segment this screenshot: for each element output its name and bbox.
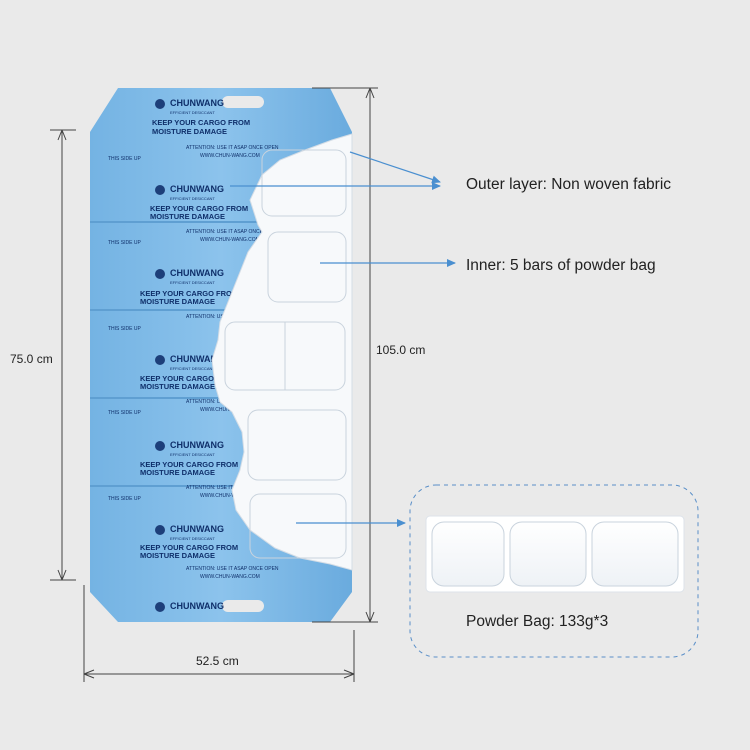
brand-logo-icon [155,602,165,612]
hanger-slot-bottom [222,600,264,612]
outer-arrow-2 [349,151,441,184]
compartment-1: THIS SIDE UP CHUNWANG EFFICIENT DESICCAN… [108,98,279,162]
website: WWW.CHUN-WANG.COM [200,493,260,499]
website: WWW.CHUN-WANG.COM [200,237,260,243]
height-label: 75.0 cm [10,352,53,366]
inner-packets [224,149,347,559]
dimension-total-height [312,87,378,623]
brand-name: CHUNWANG [170,268,224,278]
slogan-line2: MOISTURE DAMAGE [140,382,215,391]
compartment-2: CHUNWANG EFFICIENT DESICCANT KEEP YOUR C… [108,184,279,246]
brand-logo-icon [155,269,165,279]
powder-bag-detail: Powder Bag: 133g*3 [409,484,699,658]
brand-logo-icon [155,99,165,109]
slogan-line2: MOISTURE DAMAGE [140,551,215,560]
bag-bottom-cap [90,582,352,622]
slogan-line2: MOISTURE DAMAGE [152,127,227,136]
slogan-line1: KEEP YOUR CARGO FROM [140,289,238,298]
attention-note: ATTENTION: USE IT ASAP ONCE OPEN [186,145,279,151]
brand-name: CHUNWANG [170,601,224,611]
brand-name: CHUNWANG [170,440,224,450]
website: WWW.CHUN-WANG.COM [200,574,260,580]
website: WWW.CHUN-WANG.COM [200,153,260,159]
brand-tagline: EFFICIENT DESICCANT [170,110,215,115]
brand-tagline: EFFICIENT DESICCANT [170,196,215,201]
brand-name: CHUNWANG [170,354,224,364]
brand-logo-icon [155,185,165,195]
side-label: THIS SIDE UP [108,496,141,502]
brand-name: CHUNWANG [170,524,224,534]
attention-note: ATTENTION: USE IT ASAP ONCE OPEN [186,229,279,235]
outer-layer-label: Outer layer: Non woven fabric [466,176,671,193]
brand-logo-icon [155,441,165,451]
detail-frame [409,484,699,658]
brand-logo-icon [155,525,165,535]
powder-packet-3 [591,521,679,587]
slogan-line1: KEEP YOUR CARGO FROM [150,204,248,213]
slogan-line1: KEEP YOUR CARGO FROM [152,118,250,127]
side-label: THIS SIDE UP [108,410,141,416]
torn-opening [211,133,353,571]
bag-top-cap [90,88,352,142]
brand-tagline: EFFICIENT DESICCANT [170,452,215,457]
callout-arrows [230,151,456,527]
brand-name: CHUNWANG [170,98,224,108]
brand-tagline: EFFICIENT DESICCANT [170,280,215,285]
slogan-line2: MOISTURE DAMAGE [140,468,215,477]
slogan-line2: MOISTURE DAMAGE [140,297,215,306]
attention-note: ATTENTION: USE IT ASAP ONCE OPEN [186,566,279,572]
brand-logo-icon [155,355,165,365]
dimension-width [83,585,355,682]
powder-packet-1 [431,521,505,587]
compartment-6: CHUNWANG EFFICIENT DESICCANT KEEP YOUR C… [140,524,279,612]
side-label: THIS SIDE UP [108,326,141,332]
slogan-line1: KEEP YOUR CARGO FROM [140,543,238,552]
torn-edge-shape [211,133,353,571]
dimension-height [50,129,76,581]
brand-name: CHUNWANG [170,184,224,194]
brand-tagline: EFFICIENT DESICCANT [170,366,215,371]
width-label: 52.5 cm [196,654,239,668]
inner-layer-label: Inner: 5 bars of powder bag [466,257,656,274]
hanger-slot-top [222,96,264,108]
side-label: THIS SIDE UP [108,240,141,246]
slogan-line1: KEEP YOUR CARGO FROM [140,374,238,383]
brand-tagline: EFFICIENT DESICCANT [170,536,215,541]
slogan-line1: KEEP YOUR CARGO FROM [140,460,238,469]
total-height-label: 105.0 cm [376,343,425,357]
side-label: THIS SIDE UP [108,156,141,162]
powder-bag-label: Powder Bag: 133g*3 [466,613,608,630]
powder-packet-2 [509,521,587,587]
slogan-line2: MOISTURE DAMAGE [150,212,225,221]
